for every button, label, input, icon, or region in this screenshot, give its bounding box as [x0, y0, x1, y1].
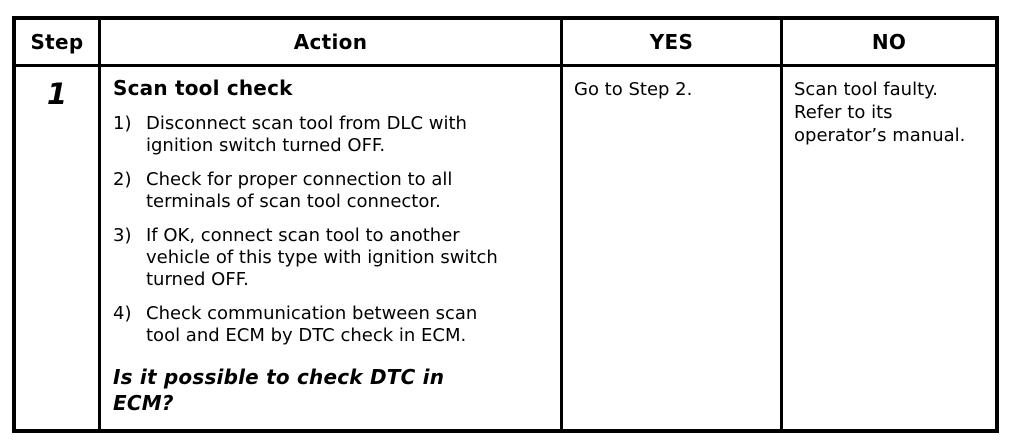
- table-header-row: Step Action YES NO: [16, 20, 995, 67]
- action-item: 2) Check for proper connection to all te…: [113, 169, 550, 213]
- header-yes: YES: [563, 20, 783, 67]
- action-item-text: Check for proper connection to all termi…: [146, 169, 453, 212]
- yes-cell: Go to Step 2.: [563, 67, 783, 429]
- action-item-number: 2): [113, 169, 132, 190]
- header-no: NO: [783, 20, 995, 67]
- action-item: 3) If OK, connect scan tool to another v…: [113, 225, 550, 291]
- action-title: Scan tool check: [113, 76, 293, 100]
- action-item: 1) Disconnect scan tool from DLC with ig…: [113, 113, 550, 157]
- action-question: Is it possible to check DTC in ECM?: [113, 365, 445, 415]
- action-item-text: Check communication between scan tool an…: [146, 303, 478, 346]
- action-item-number: 1): [113, 113, 132, 134]
- step-number: 1: [16, 67, 101, 429]
- action-item-text: Disconnect scan tool from DLC with ignit…: [146, 113, 467, 156]
- no-cell: Scan tool faulty. Refer to its operator’…: [794, 79, 966, 146]
- header-step: Step: [16, 20, 101, 67]
- table-row: 1 Scan tool check 1) Disconnect scan too…: [16, 67, 995, 429]
- action-item-number: 3): [113, 225, 132, 246]
- action-item-text: If OK, connect scan tool to another vehi…: [146, 225, 498, 290]
- header-action: Action: [101, 20, 563, 67]
- action-cell: Scan tool check 1) Disconnect scan tool …: [101, 67, 563, 429]
- action-item: 4) Check communication between scan tool…: [113, 303, 550, 347]
- diagnostic-step-table: Step Action YES NO 1 Scan tool check 1) …: [12, 16, 999, 433]
- action-item-number: 4): [113, 303, 132, 324]
